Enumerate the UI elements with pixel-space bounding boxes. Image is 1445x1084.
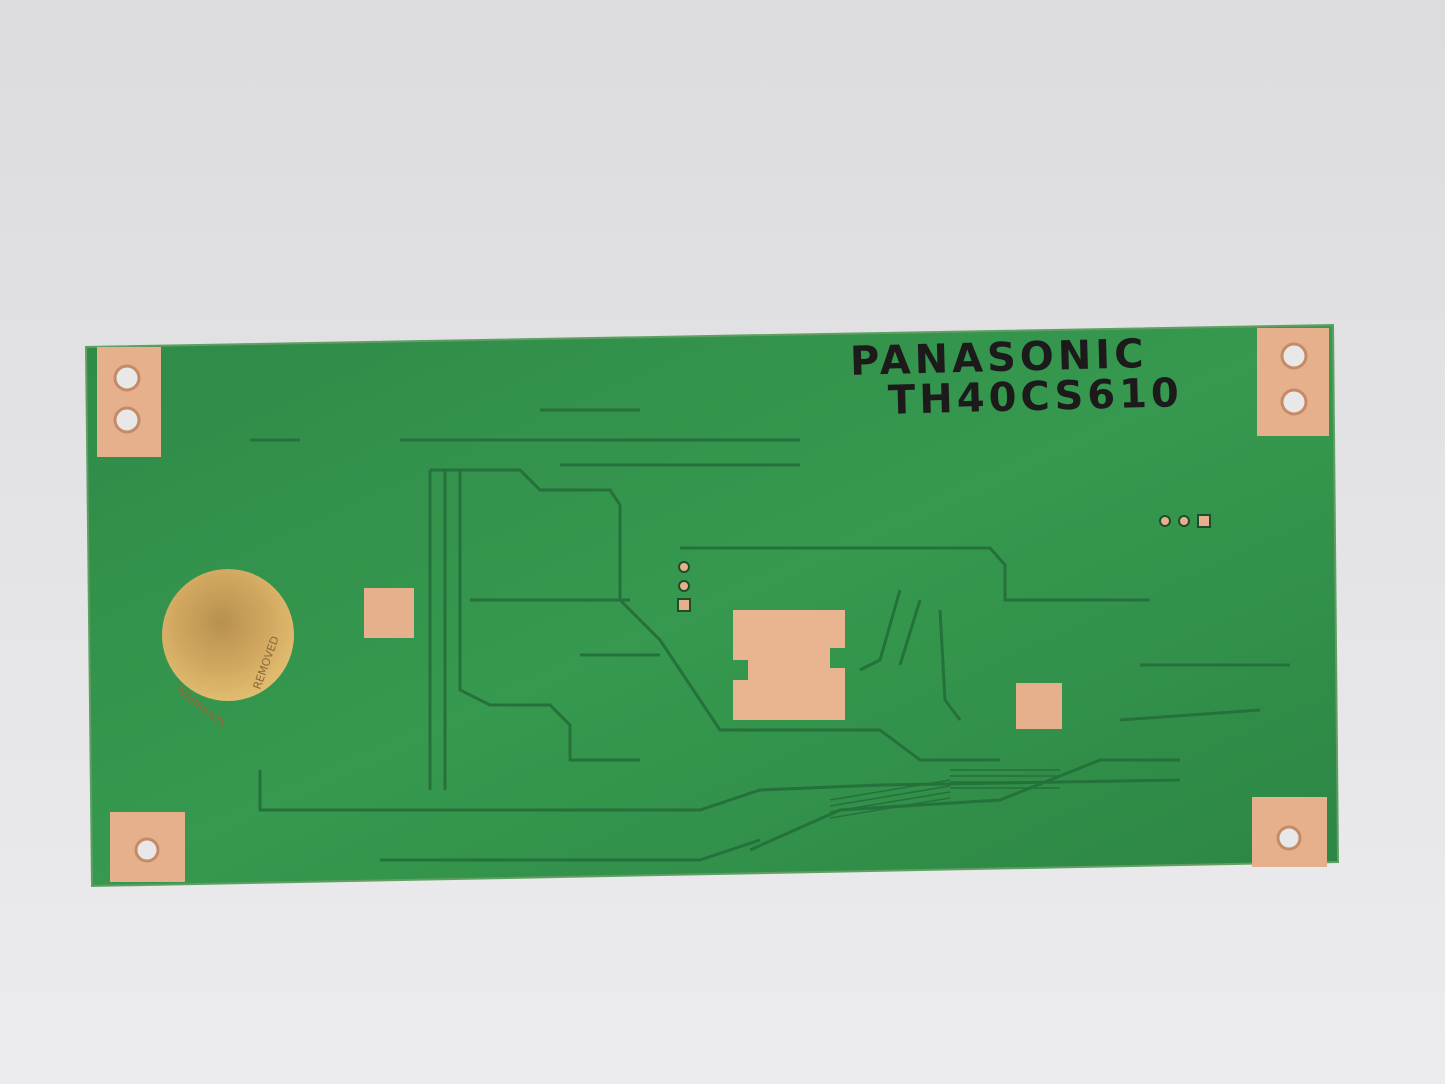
handwritten-label-model: TH40CS610 <box>887 370 1184 424</box>
pcb-board <box>84 323 1340 888</box>
mounting-pad-bottom-right <box>1252 797 1327 867</box>
circuit-traces <box>250 408 1290 862</box>
mounting-pad-bottom-left <box>110 812 185 882</box>
via-column <box>677 514 1211 612</box>
copper-pad-right <box>1016 683 1062 729</box>
mounting-pad-top-left <box>97 347 161 457</box>
trace-bus <box>829 769 1060 819</box>
copper-pad-small <box>364 588 414 638</box>
copper-pad-center <box>733 610 845 720</box>
mounting-pad-top-right <box>1257 328 1329 436</box>
